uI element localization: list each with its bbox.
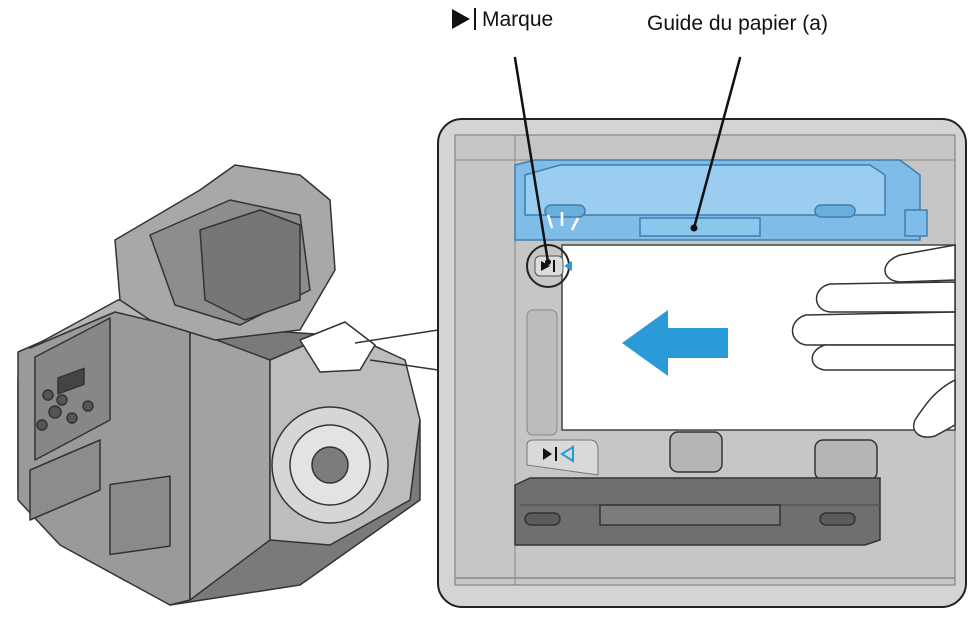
paper-guide-a	[514, 159, 928, 241]
zoom-callout-panel	[437, 118, 967, 608]
mark-leader-dot	[545, 259, 551, 265]
hand-illustration	[791, 244, 956, 438]
paper-guide-label: Guide du papier (a)	[647, 12, 828, 35]
callout-connector	[354, 329, 439, 371]
mark-indicator	[526, 212, 580, 288]
mark-label-text: Marque	[482, 8, 554, 31]
feed-direction-arrow-icon	[622, 310, 728, 376]
paper-guide-leader-dot	[690, 224, 698, 232]
mark-triangle-icon	[452, 9, 470, 29]
printer-illustration	[17, 164, 421, 606]
lower-paper-guide	[514, 431, 881, 546]
paper-guide-leader-line	[692, 56, 742, 230]
mark-bar-icon	[474, 8, 476, 30]
leader-lines	[513, 56, 742, 264]
lower-mark-indicator	[526, 439, 599, 476]
mark-label: Marque	[452, 8, 553, 32]
mark-leader-line	[513, 56, 550, 264]
